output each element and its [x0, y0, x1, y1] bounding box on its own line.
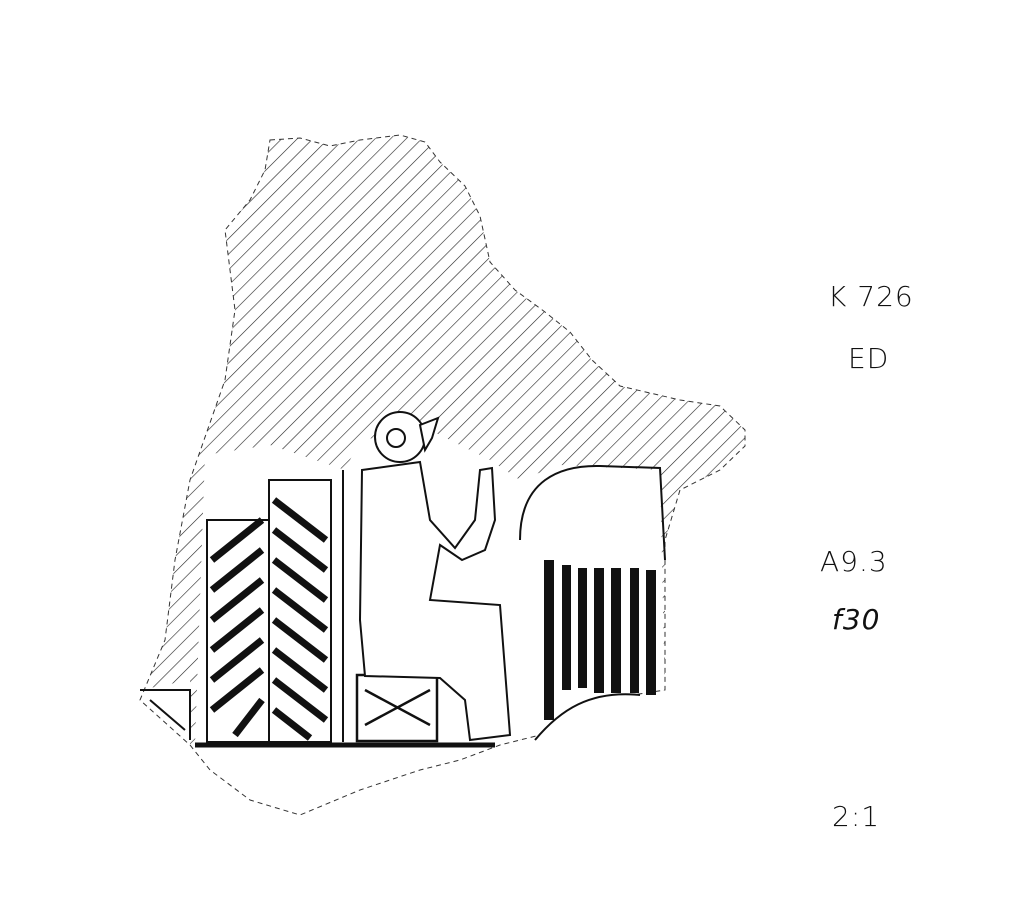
period-label: ED	[848, 342, 890, 375]
scale-label: 2:1	[832, 800, 881, 833]
catalogue-number-label: K 726	[828, 280, 914, 313]
reference-label: A9.3	[820, 545, 888, 578]
seated-figure	[358, 411, 512, 742]
fragment-outline	[139, 134, 746, 816]
chevron-column	[206, 470, 344, 743]
figure-number-label: f30	[832, 603, 881, 636]
table-with-bars	[519, 464, 666, 741]
left-object-fragment	[140, 689, 191, 740]
